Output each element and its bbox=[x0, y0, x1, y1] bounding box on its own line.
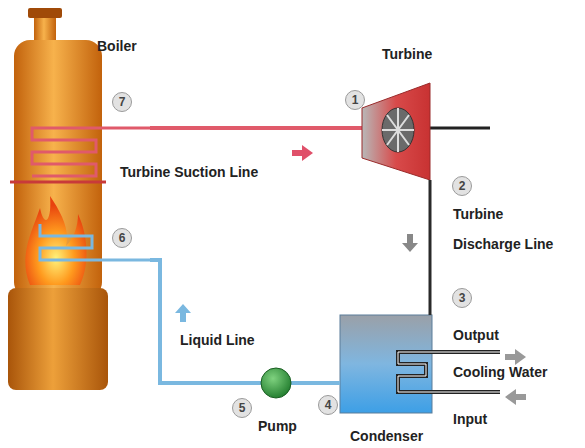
pump-body bbox=[261, 368, 291, 398]
cooling-water-label: Cooling Water bbox=[453, 364, 547, 380]
boiler-node: Boiler bbox=[5, 8, 150, 393]
callout-number: 2 bbox=[452, 176, 472, 196]
cooling-water-label: Input bbox=[453, 411, 487, 427]
component-label: Boiler bbox=[97, 38, 137, 54]
turbine-shaft bbox=[428, 127, 490, 130]
chimney-cap bbox=[28, 8, 62, 18]
callout-number: 3 bbox=[452, 288, 472, 308]
condenser-node: Condenser bbox=[340, 315, 435, 446]
callout-number: 4 bbox=[318, 395, 338, 415]
feed-coil bbox=[40, 224, 150, 260]
callout-number: 5 bbox=[232, 398, 252, 418]
pipe-line bbox=[299, 381, 340, 385]
pump-node: Pump bbox=[256, 368, 299, 436]
callout-number: 1 bbox=[345, 90, 365, 110]
flow-arrow-up bbox=[175, 304, 191, 322]
turbine-blades bbox=[382, 108, 414, 152]
line-label: Turbine Discharge Line bbox=[453, 199, 571, 259]
flow-arrow-right bbox=[292, 145, 313, 161]
line-label: Turbine Suction Line bbox=[120, 164, 258, 180]
turbine-rotor bbox=[382, 108, 414, 152]
turbine-node: Turbine bbox=[348, 40, 440, 180]
component-label: Condenser bbox=[350, 428, 423, 444]
flow-arrow-down bbox=[402, 234, 418, 252]
flow-arrow-in bbox=[505, 389, 526, 405]
callout-number: 6 bbox=[112, 228, 132, 248]
callout-number: 7 bbox=[112, 92, 132, 112]
boiler-drawing bbox=[8, 8, 150, 390]
boiler-base bbox=[8, 288, 108, 390]
flow-arrow-out bbox=[505, 349, 526, 365]
pipe-line bbox=[150, 126, 348, 130]
pipe-line bbox=[150, 260, 256, 383]
component-label: Pump bbox=[258, 418, 297, 434]
pump-drawing bbox=[252, 368, 300, 398]
component-label: Turbine bbox=[382, 46, 432, 62]
cooling-water-label: Output bbox=[453, 327, 499, 343]
pipe-line bbox=[429, 180, 432, 315]
line-label: Liquid Line bbox=[180, 332, 255, 348]
boiler-band bbox=[10, 181, 106, 184]
flame bbox=[25, 196, 86, 285]
turbine-casing bbox=[362, 83, 430, 180]
turbine-drawing bbox=[348, 83, 490, 180]
